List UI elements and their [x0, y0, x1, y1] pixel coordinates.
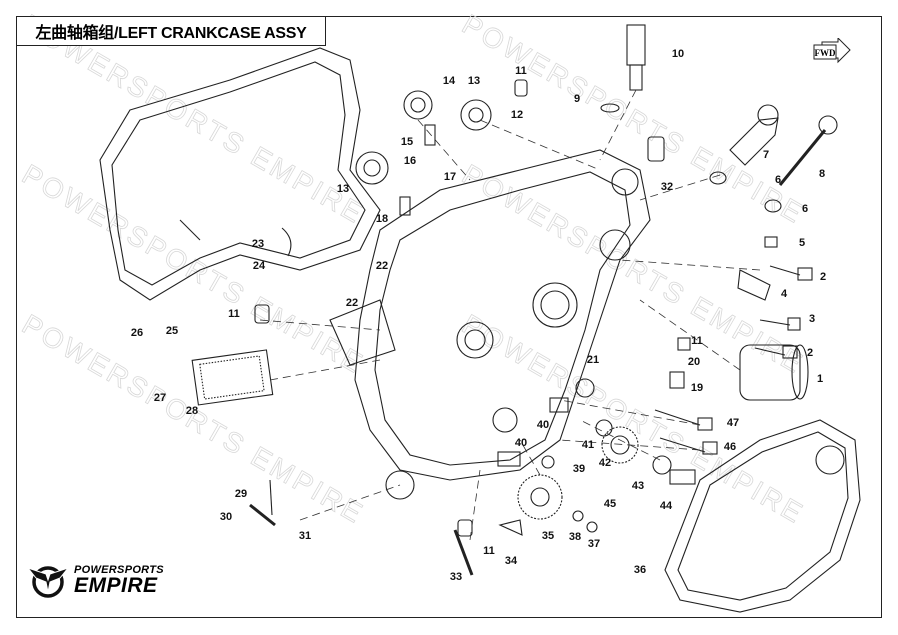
- callout-34: 34: [505, 555, 518, 567]
- callout-12: 12: [511, 109, 523, 121]
- callout-41: 41: [582, 439, 594, 451]
- callout-40: 40: [515, 437, 527, 449]
- oil-screen-28: [191, 349, 274, 406]
- callout-27: 27: [154, 392, 166, 404]
- callout-25: 25: [166, 325, 178, 337]
- logo-line2: EMPIRE: [74, 573, 158, 597]
- callout-30: 30: [220, 511, 232, 523]
- callout-8: 8: [819, 168, 825, 180]
- fwd-label: FWD: [815, 48, 836, 58]
- callout-11: 11: [228, 308, 240, 320]
- page-title: 左曲轴箱组/LEFT CRANKCASE ASSY: [16, 16, 326, 46]
- callout-13: 13: [337, 183, 349, 195]
- callout-26: 26: [131, 327, 143, 339]
- callout-9: 9: [574, 93, 580, 105]
- callout-2: 2: [807, 347, 813, 359]
- callout-11: 11: [515, 65, 527, 77]
- callout-44: 44: [660, 500, 673, 512]
- eagle-emblem-icon: [26, 566, 70, 598]
- callout-35: 35: [542, 530, 554, 542]
- callout-23: 23: [252, 238, 264, 250]
- callout-15: 15: [401, 136, 413, 148]
- callout-29: 29: [235, 488, 247, 500]
- bearing-13: [460, 99, 492, 131]
- leader-lines: [259, 89, 761, 541]
- callout-31: 31: [299, 530, 311, 542]
- callout-3: 3: [809, 313, 815, 325]
- forward-arrow-icon: FWD: [812, 36, 852, 69]
- left-crankcase: [354, 149, 651, 481]
- brand-logo: POWERSPORTS EMPIRE: [26, 562, 164, 598]
- callout-43: 43: [632, 480, 644, 492]
- oil-filter-1: [739, 344, 801, 401]
- callout-6: 6: [775, 174, 781, 186]
- gasket-36: [664, 419, 861, 613]
- bearing-13b: [355, 151, 389, 185]
- callout-45: 45: [604, 498, 616, 510]
- callout-36: 36: [634, 564, 646, 576]
- gasket-26: [99, 47, 381, 301]
- callout-2: 2: [820, 271, 826, 283]
- callout-24: 24: [253, 260, 266, 272]
- callout-37: 37: [588, 538, 600, 550]
- callout-13: 13: [468, 75, 480, 87]
- callout-10: 10: [672, 48, 684, 60]
- gear-42: [601, 426, 639, 464]
- callout-28: 28: [186, 405, 198, 417]
- logo-line1: POWERSPORTS: [74, 563, 164, 576]
- callout-40: 40: [537, 419, 549, 431]
- callout-32: 32: [661, 181, 673, 193]
- callout-1: 1: [817, 373, 823, 385]
- callout-46: 46: [724, 441, 736, 453]
- callout-17: 17: [444, 171, 456, 183]
- callout-16: 16: [404, 155, 416, 167]
- callout-5: 5: [799, 237, 805, 249]
- parts-drawing: [99, 24, 861, 613]
- callout-14: 14: [443, 75, 456, 87]
- callout-42: 42: [599, 457, 611, 469]
- callout-20: 20: [688, 356, 700, 368]
- callout-6: 6: [802, 203, 808, 215]
- gear-35: [517, 474, 563, 520]
- callout-11: 11: [483, 545, 495, 557]
- diagram-frame: [16, 16, 882, 618]
- callout-labels: 1223456678910111111111213131415161718192…: [131, 48, 826, 583]
- callout-39: 39: [573, 463, 585, 475]
- callout-4: 4: [781, 288, 788, 300]
- callout-11: 11: [691, 335, 703, 347]
- callout-19: 19: [691, 382, 703, 394]
- callout-33: 33: [450, 571, 462, 583]
- bearing-14: [403, 90, 433, 120]
- callout-21: 21: [587, 354, 599, 366]
- callout-38: 38: [569, 531, 581, 543]
- callout-47: 47: [727, 417, 739, 429]
- callout-22: 22: [346, 297, 358, 309]
- callout-22: 22: [376, 260, 388, 272]
- callout-18: 18: [376, 213, 388, 225]
- callout-7: 7: [763, 149, 769, 161]
